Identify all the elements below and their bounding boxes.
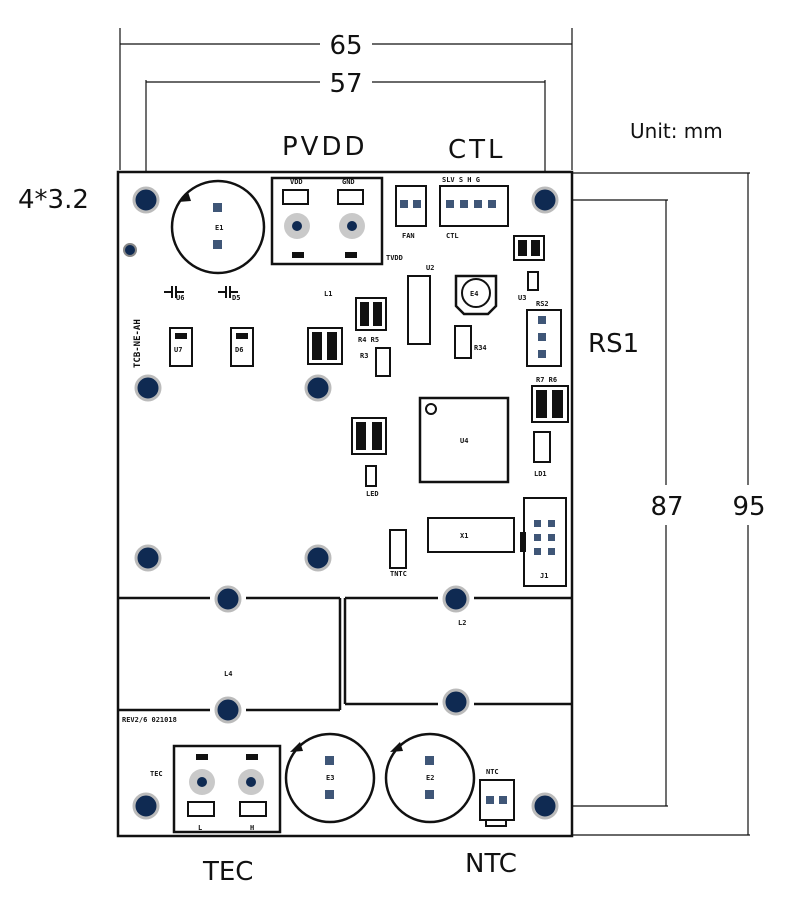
tvdd-label: TVDD: [386, 254, 403, 262]
vdd-label: VDD: [290, 178, 303, 186]
rs1-label: RS1: [588, 329, 639, 359]
component-r34: [454, 325, 472, 359]
ctl-small-label: CTL: [446, 232, 459, 240]
u2-label: U2: [426, 264, 434, 272]
capacitor-e4: [454, 274, 498, 316]
component-u3: [527, 271, 539, 291]
j1-label: J1: [540, 572, 548, 580]
rev-label: REV2/6 021018: [122, 716, 177, 724]
tec-small-label: TEC: [150, 770, 163, 778]
tec-label: TEC: [202, 857, 253, 887]
resistor-pair-r1r2: [351, 417, 387, 455]
e2-label: E2: [426, 774, 434, 782]
board-name-label: TCB-NE-AH: [133, 319, 143, 368]
component-u2: [407, 275, 431, 345]
d5-label: D5: [232, 294, 240, 302]
width-inner-label: 57: [329, 69, 362, 99]
resistor-pair: [513, 235, 545, 261]
height-inner-label: 87: [650, 492, 683, 522]
component-x1: [427, 517, 515, 553]
ctl-connector: [439, 185, 509, 227]
l2-label: L2: [458, 619, 466, 627]
l4-label: L4: [224, 670, 232, 678]
unit-label: Unit: mm: [630, 119, 723, 143]
r3-label: R3: [360, 352, 368, 360]
capacitor-e1: E1: [170, 179, 266, 275]
pad-hole: [304, 374, 332, 402]
resistor-pair-left: [307, 327, 343, 365]
resistor-pair-r4r5: [355, 297, 387, 331]
component-tntc: [389, 529, 407, 569]
tntc-label: TNTC: [390, 570, 407, 578]
pad-hole: [214, 696, 242, 724]
pad-hole: [442, 688, 470, 716]
mounting-hole: [132, 186, 160, 214]
ntc-small-label: NTC: [486, 768, 499, 776]
resistor-pair-r7r6: [531, 385, 569, 423]
u6-label: U6: [176, 294, 184, 302]
r34-label: R34: [474, 344, 487, 352]
dimension-lines: [119, 28, 750, 836]
component-u7: [169, 327, 193, 367]
rs1-connector: [526, 309, 562, 367]
pad-hole: [134, 374, 162, 402]
pad-hole: [304, 544, 332, 572]
component-ld1: [533, 431, 551, 463]
pad-hole: [442, 585, 470, 613]
l-pin-label: L: [198, 824, 202, 832]
e4-label: E4: [470, 290, 478, 298]
height-outer-label: 95: [732, 492, 765, 522]
pad-hole: [134, 544, 162, 572]
ctl-pins-label: SLV S H G: [442, 176, 480, 184]
r7r6-label: R7 R6: [536, 376, 557, 384]
ntc-label: NTC: [465, 849, 517, 879]
diode-d5-symbol: [218, 286, 238, 298]
ld-label: LD1: [534, 470, 547, 478]
component-d6: [230, 327, 254, 367]
u7-label: U7: [174, 346, 182, 354]
pvdd-label: PVDD: [282, 132, 368, 162]
component-led: [365, 465, 377, 487]
component-u4: [418, 396, 510, 484]
diode-d1-symbol: [164, 286, 184, 298]
rs2-label: RS2: [536, 300, 549, 308]
d6-label: D6: [235, 346, 243, 354]
pvdd-terminal: [270, 176, 384, 266]
gnd-label: GND: [342, 178, 355, 186]
mounting-hole: [531, 792, 559, 820]
fan-connector: [395, 185, 427, 227]
l1-label: L1: [324, 290, 332, 298]
width-outer-label: 65: [329, 31, 362, 61]
capacitor-e2: E2: [384, 732, 476, 824]
fan-label: FAN: [402, 232, 415, 240]
capacitor-e3: E3: [284, 732, 376, 824]
fiducial: [123, 243, 137, 257]
mounting-hole: [531, 186, 559, 214]
tec-terminal: [172, 744, 282, 834]
pad-hole: [214, 585, 242, 613]
led-label: LED: [366, 490, 379, 498]
inductor-zone: [118, 596, 572, 712]
h-pin-label: H: [250, 824, 254, 832]
header-j1: [520, 497, 567, 587]
hole-spec-label: 4*3.2: [18, 185, 89, 215]
r4r5-label: R4 R5: [358, 336, 379, 344]
x1-label: X1: [460, 532, 468, 540]
e1-label: E1: [215, 224, 223, 232]
e3-label: E3: [326, 774, 334, 782]
mounting-hole: [132, 792, 160, 820]
ntc-connector: [479, 779, 515, 827]
mounting-holes: [132, 186, 559, 820]
u3-label: U3: [518, 294, 526, 302]
ctl-label: CTL: [448, 135, 506, 165]
component-r3: [375, 347, 391, 377]
u4-label: U4: [460, 437, 468, 445]
